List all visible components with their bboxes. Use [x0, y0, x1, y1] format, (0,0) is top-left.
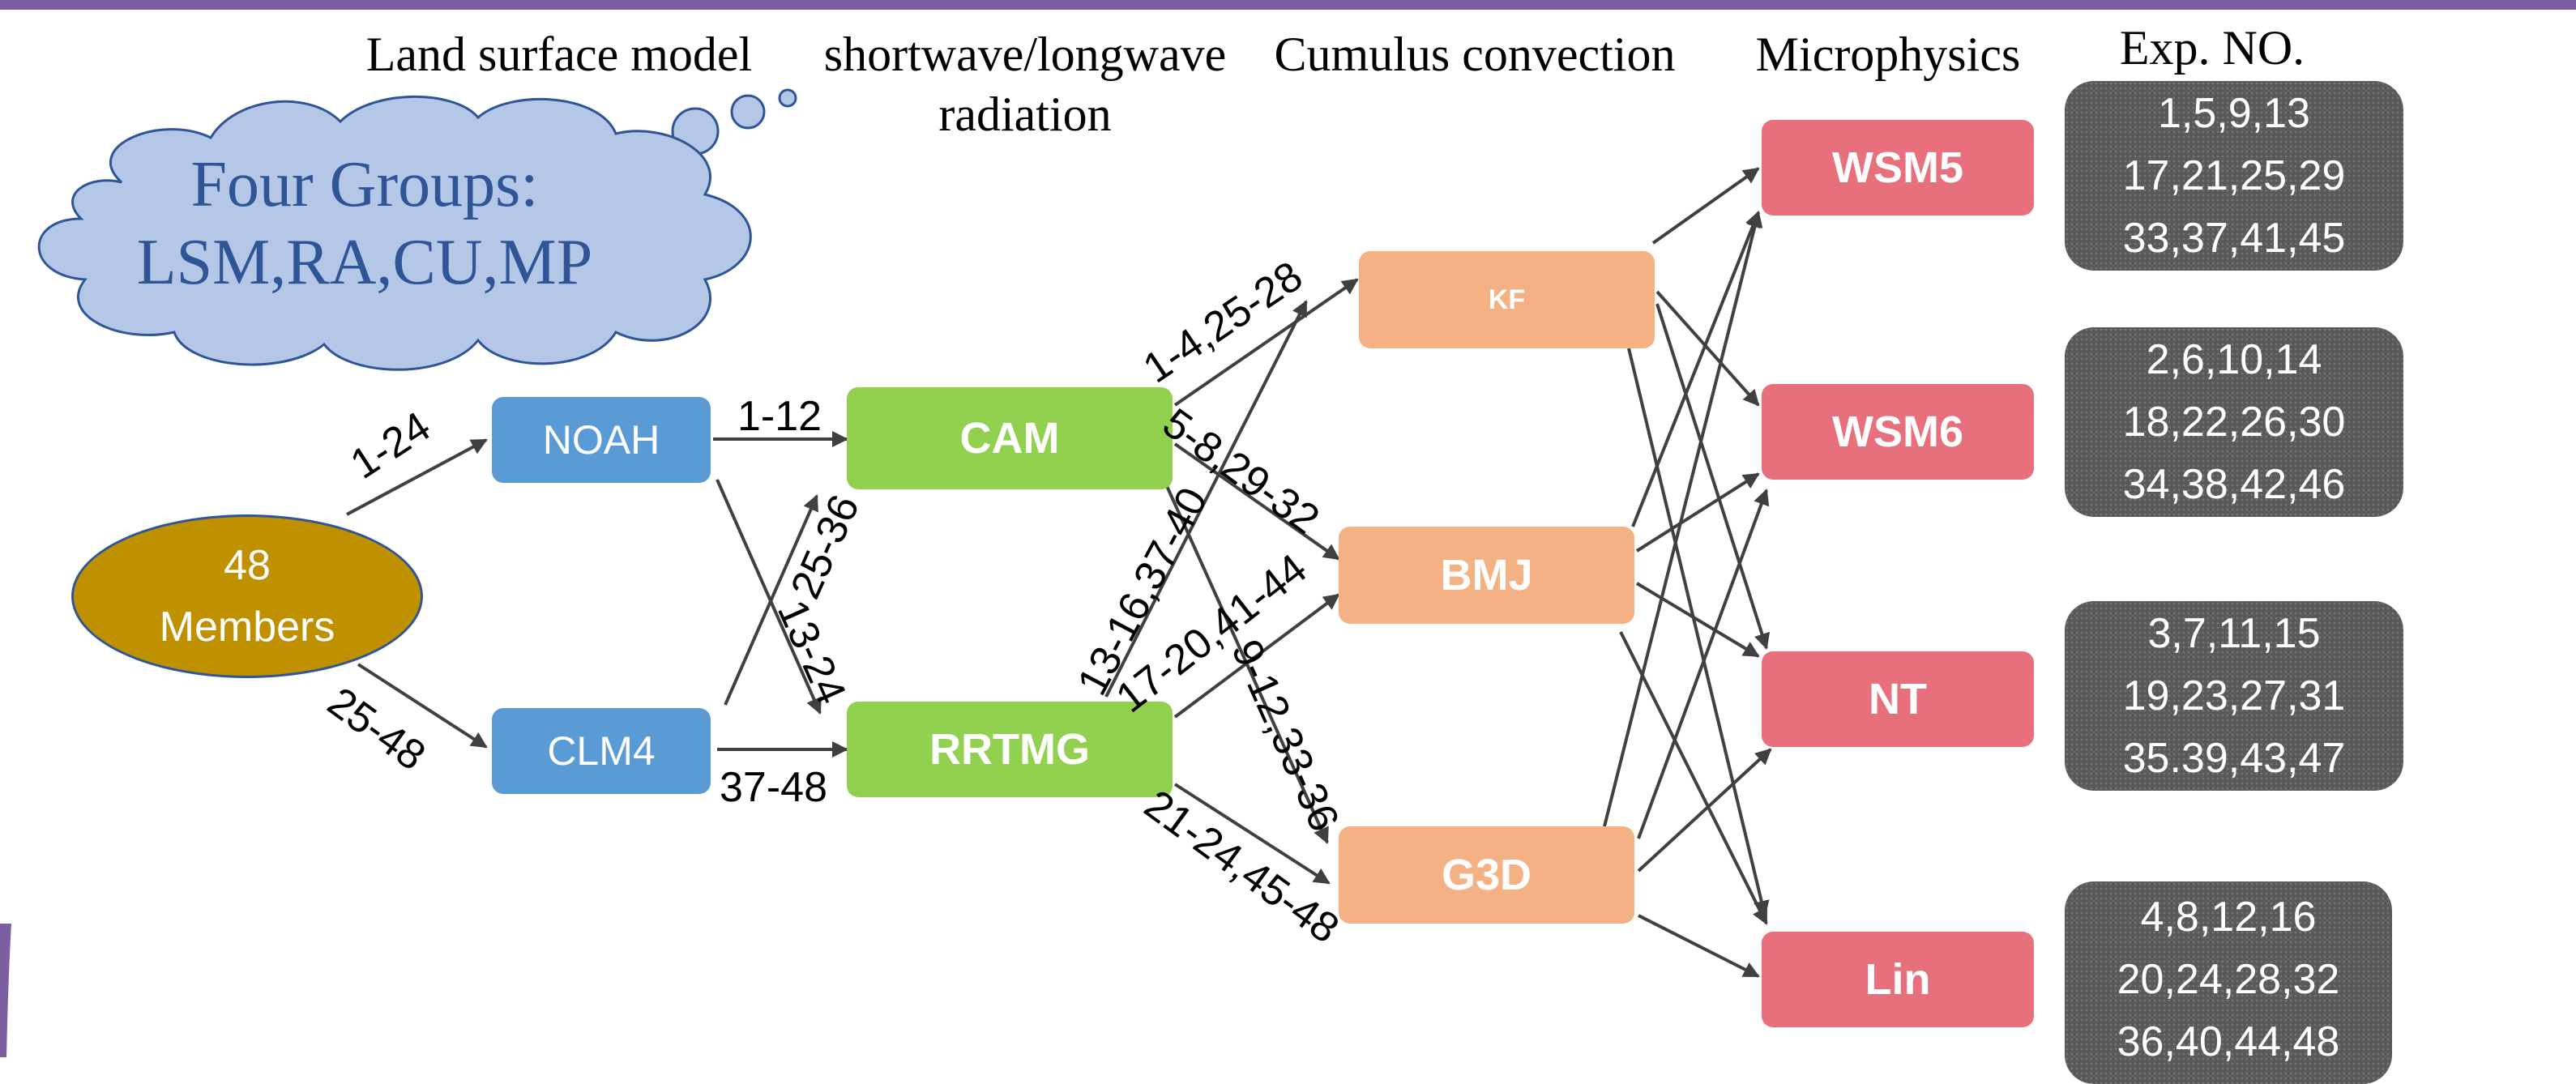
members-label: Members — [159, 604, 335, 651]
edge-clm4-cam — [724, 494, 818, 706]
header-radiation: shortwave/longwave radiation — [802, 24, 1248, 144]
label-noah-cam: 1-12 — [737, 393, 822, 440]
edge-cam-kf — [1173, 278, 1359, 407]
edge-members-clm4 — [357, 663, 488, 749]
edge-rrtmg-kf — [1104, 300, 1308, 698]
node-wsm5: WSM5 — [1762, 120, 2034, 216]
exp-line: 2,6,10,14 — [2146, 335, 2322, 383]
edge-rrtmg-g3d — [1173, 783, 1331, 885]
exp-line: 36,40,44,48 — [2117, 1018, 2340, 1065]
edge-bmj-nt — [1635, 582, 1760, 658]
exp-line: 18,22,26,30 — [2122, 398, 2346, 446]
header-radiation-line2: radiation — [938, 87, 1112, 141]
edges-layer — [346, 167, 1772, 978]
label-clm4-rrtmg: 37-48 — [720, 764, 827, 811]
edge-kf-lin — [1627, 348, 1770, 917]
exp-line: 34,38,42,46 — [2122, 460, 2346, 508]
edge-g3d-wsm6 — [1637, 489, 1770, 839]
edge-g3d-nt — [1637, 748, 1772, 873]
node-noah: NOAH — [492, 397, 711, 483]
node-g3d: G3D — [1339, 826, 1634, 924]
edge-members-noah — [346, 438, 488, 516]
exp-box-wsm5: 1,5,9,13 17,21,25,29 33,37,41,45 — [2065, 81, 2403, 271]
exp-box-nt: 3,7,11,15 19,23,27,31 35.39,43,47 — [2065, 601, 2403, 791]
cloud-line2: LSM,RA,CU,MP — [136, 227, 593, 298]
exp-line: 1,5,9,13 — [2158, 89, 2310, 137]
cloud-callout-text: Four Groups: LSM,RA,CU,MP — [105, 146, 624, 301]
exp-line: 19,23,27,31 — [2122, 672, 2346, 719]
node-wsm6: WSM6 — [1762, 384, 2034, 480]
node-kf: KF — [1359, 251, 1655, 348]
node-bmj: BMJ — [1339, 527, 1634, 624]
edge-noah-rrtmg — [716, 479, 822, 715]
exp-line: 33,37,41,45 — [2122, 214, 2346, 262]
exp-line: 20,24,28,32 — [2117, 956, 2340, 1003]
cloud-callout-shape — [37, 88, 797, 371]
exp-box-lin: 4,8,12,16 20,24,28,32 36,40,44,48 — [2065, 881, 2392, 1084]
header-land-surface-model: Land surface model — [365, 28, 753, 81]
edge-bmj-lin — [1619, 631, 1768, 925]
exp-line: 3,7,11,15 — [2147, 609, 2321, 657]
edge-bmj-wsm6 — [1635, 472, 1760, 553]
edge-g3d-wsm5 — [1603, 211, 1763, 827]
exp-line: 35.39,43,47 — [2122, 734, 2346, 782]
exp-box-wsm6: 2,6,10,14 18,22,26,30 34,38,42,46 — [2065, 327, 2403, 517]
header-radiation-line1: shortwave/longwave — [823, 28, 1227, 81]
edge-kf-wsm5 — [1651, 167, 1760, 245]
node-cam: CAM — [847, 387, 1173, 489]
exp-line: 4,8,12,16 — [2140, 894, 2317, 941]
node-clm4: CLM4 — [492, 708, 711, 794]
edge-kf-nt — [1655, 303, 1771, 650]
edge-g3d-lin — [1638, 914, 1760, 978]
edge-kf-wsm6 — [1655, 290, 1760, 407]
header-microphysics: Microphysics — [1755, 28, 2021, 81]
node-lin: Lin — [1762, 932, 2034, 1027]
exp-line: 17,21,25,29 — [2122, 152, 2346, 199]
header-exp-no: Exp. NO. — [2119, 21, 2305, 75]
edge-cam-bmj — [1173, 442, 1340, 561]
header-cumulus-convection: Cumulus convection — [1274, 28, 1676, 81]
node-nt: NT — [1762, 651, 2034, 747]
slide-border — [0, 0, 2576, 1057]
edge-rrtmg-bmj — [1173, 593, 1340, 719]
edge-bmj-wsm5 — [1631, 211, 1761, 527]
members-count: 48 — [224, 542, 271, 589]
members-node: 48 Members — [71, 514, 423, 678]
node-rrtmg: RRTMG — [847, 702, 1173, 797]
cloud-line1: Four Groups: — [190, 149, 539, 220]
